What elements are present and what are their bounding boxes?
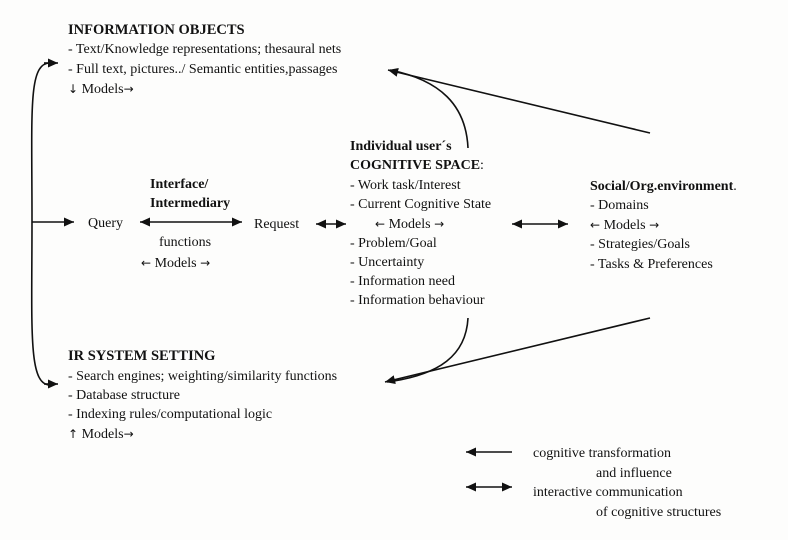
social-env-domains: - Domains: [590, 198, 649, 213]
cognitive-item-problem-goal: - Problem/Goal: [350, 236, 437, 251]
interface-title-line1: Interface/: [150, 177, 209, 192]
up-arrow-icon: ↑: [68, 427, 79, 441]
ir-system-title: IR SYSTEM SETTING: [68, 348, 216, 364]
social-env-models-label: Models: [603, 218, 646, 233]
request-label: Request: [254, 217, 300, 232]
right-arrow-icon: →: [123, 82, 134, 96]
cognitive-item-uncertainty: - Uncertainty: [350, 255, 425, 270]
info-objects-line1: - Text/Knowledge representations; thesau…: [68, 42, 342, 57]
interface-models-label: Models: [154, 256, 197, 271]
right-arrow-icon: →: [200, 256, 211, 270]
right-arrow-icon: →: [123, 427, 134, 441]
cognitive-item-information-need: - Information need: [350, 274, 455, 289]
cognitive-item-information-behaviour: - Information behaviour: [350, 293, 485, 308]
ir-system-models-label: Models: [81, 427, 124, 442]
down-arrow-icon: ↓: [68, 82, 79, 96]
social-env-title: Social/Org.environment.: [590, 178, 737, 196]
social-env-tasks: - Tasks & Preferences: [590, 257, 713, 272]
social-env-title-dot: .: [733, 179, 737, 194]
legend-interactive-line2: of cognitive structures: [596, 505, 722, 520]
ir-system-models: ↑ Models→: [68, 425, 134, 444]
interface-functions: functions: [159, 235, 212, 250]
legend-transform-line2: and influence: [596, 466, 672, 481]
info-objects-models: ↓ Models→: [68, 80, 134, 99]
ir-system-line1: - Search engines; weighting/similarity f…: [68, 369, 338, 384]
cognitive-item-work-task: - Work task/Interest: [350, 178, 461, 193]
info-objects-line2: - Full text, pictures../ Semantic entiti…: [68, 62, 338, 77]
social-env-title-text: Social/Org.environment: [590, 179, 734, 194]
cognitive-models-label: Models: [388, 217, 431, 232]
left-arrow-icon: ←: [590, 218, 601, 232]
cognitive-to-info-curve: [389, 69, 469, 149]
cognitive-models: ← Models →: [375, 215, 444, 234]
ir-system-line3: - Indexing rules/computational logic: [68, 407, 273, 422]
interface-models: ← Models →: [141, 254, 210, 273]
right-arrow-icon: →: [649, 218, 660, 232]
legend-interactive-line1: interactive communication: [533, 485, 683, 500]
left-arrow-icon: ←: [141, 256, 152, 270]
query-label: Query: [88, 216, 123, 231]
cognitive-title-line2: COGNITIVE SPACE:: [350, 157, 484, 175]
cognitive-title-text: COGNITIVE SPACE: [350, 158, 481, 173]
left-bracket-curve: [30, 62, 51, 386]
cognitive-title-colon: :: [480, 158, 484, 173]
interface-title-line2: Intermediary: [150, 196, 231, 211]
social-env-models: ← Models →: [590, 216, 659, 235]
cognitive-item-current-state: - Current Cognitive State: [350, 197, 492, 212]
cognitive-to-ir-curve: [386, 317, 469, 383]
info-objects-models-label: Models: [81, 82, 124, 97]
right-arrow-icon: →: [434, 217, 445, 231]
cognitive-title-line1: Individual user´s: [350, 139, 452, 154]
info-objects-title: INFORMATION OBJECTS: [68, 22, 245, 38]
legend-transform-line1: cognitive transformation: [533, 446, 672, 461]
left-arrow-icon: ←: [375, 217, 386, 231]
social-to-info-line: [387, 68, 651, 134]
ir-system-line2: - Database structure: [68, 388, 180, 403]
social-env-strategies: - Strategies/Goals: [590, 237, 690, 252]
